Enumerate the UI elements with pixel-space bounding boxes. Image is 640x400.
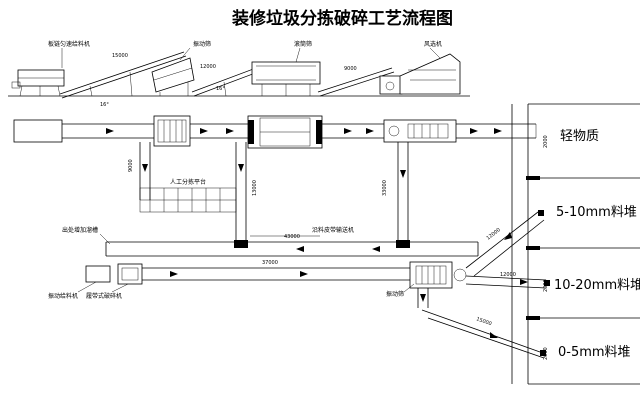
label-platform: 人工分拣平台 [170,178,206,186]
drum-elevation [251,61,321,96]
label-jaw-crusher: 履带式破碎机 [86,292,122,300]
screen-elevation [151,57,195,96]
crusher-line [85,263,410,285]
return-conveyor [105,241,479,257]
dim-9000: 9000 [128,159,134,172]
label-vib-motor: 振动筛 [386,290,404,298]
output-pile-10-20: 10-20mm料堆 [554,278,640,293]
angle-2: 16° [216,86,225,92]
output-conveyor-3 [421,309,545,359]
dim-2000-a: 2000 [543,135,549,148]
output-conveyor-2 [465,275,547,289]
dim-conveyor-3: 9000 [344,66,357,72]
dim-37000: 37000 [262,260,278,266]
screen-plan [153,115,191,147]
feeder-elevation [11,69,65,97]
output-pile-5-10: 5-10mm料堆 [556,205,637,220]
conveyor-1-elevation [59,51,187,99]
separator-plan [383,119,457,143]
dim-2000-b: 2000 [543,279,549,292]
output-light-material: 轻物质 [560,129,599,144]
conveyor-v2 [234,142,248,248]
elevation-view: 板链匀速给料机 15000 16° 振动筛 12000 16° [8,40,470,108]
top-flow-arrows [106,128,502,134]
final-screen [409,261,467,308]
sorting-platform [139,187,237,213]
angle-1: 16° [100,102,109,108]
label-long-conveyor: 沿料皮带输送机 [312,226,354,234]
label-drum: 滚筒筛 [294,40,312,48]
drum-plan [247,115,323,149]
output-pile-0-5: 0-5mm料堆 [558,345,631,360]
dim-conveyor-1: 15000 [112,53,128,59]
label-separator: 风选机 [424,40,442,48]
dim-12000-b: 12000 [500,272,516,278]
dim-15000: 15000 [475,316,492,327]
storage-bays [511,103,640,385]
dim-33000: 33000 [382,180,388,196]
dim-12000-a: 12000 [486,227,502,242]
output-conveyor-1 [465,211,545,277]
label-screen: 振动筛 [193,40,211,48]
label-vib-feeder: 振动给料机 [48,292,78,300]
dim-43000: 43000 [284,234,300,240]
separator-elevation [379,53,461,95]
plan-view: 9000 人工分拣平台 13000 33000 [13,115,547,359]
label-feeder: 板链匀速给料机 [48,40,90,48]
dim-2000-c: 2000 [543,347,549,360]
diagram-title: 装修垃圾分拣破碎工艺流程图 [231,8,453,29]
conveyor-v1 [139,142,151,200]
label-add-hopper: 出处增加溜槽 [62,226,98,234]
dim-conveyor-2: 12000 [200,64,216,70]
dim-13000: 13000 [252,180,258,196]
conveyor-v3 [396,142,410,248]
